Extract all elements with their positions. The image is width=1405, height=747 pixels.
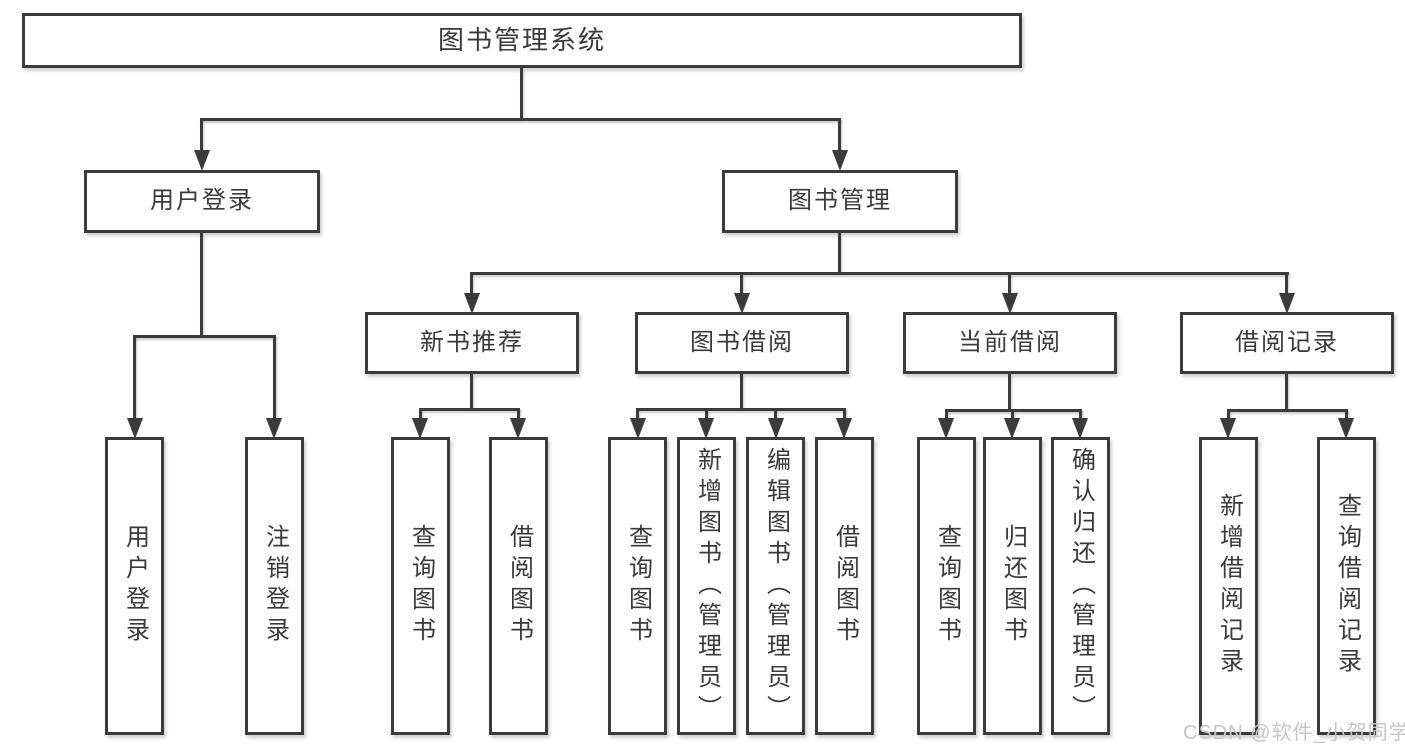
node-label: 查询借阅记录	[1333, 493, 1361, 679]
connector-line	[1008, 374, 1011, 409]
arrowhead	[1072, 418, 1088, 439]
leaf-logout: 注销登录	[245, 437, 304, 735]
connector-line	[1227, 409, 1348, 412]
connector-line	[200, 233, 203, 335]
arrowhead	[630, 418, 646, 439]
connector-line	[636, 408, 846, 411]
leaf-confirm-return-admin: 确认归还（管理员）	[1051, 437, 1110, 735]
watermark: CSDN @软件_小贺同学	[1183, 722, 1405, 744]
node-label: 新增图书（管理员）	[693, 446, 721, 726]
leaf-borrow-books-recommend: 借阅图书	[489, 437, 548, 735]
connector-line	[273, 335, 276, 419]
connector-line	[1079, 409, 1082, 419]
leaf-query-borrow-record: 查询借阅记录	[1317, 437, 1376, 735]
arrowhead	[832, 150, 848, 171]
arrowhead	[734, 293, 750, 314]
arrowhead	[836, 418, 852, 439]
connector-line	[740, 374, 743, 408]
connector-line	[517, 408, 520, 419]
leaf-query-books-borrowing: 查询图书	[608, 437, 667, 735]
node-label: 查询图书	[933, 524, 961, 648]
node-label: 图书管理	[788, 187, 892, 215]
node-label: 新书推荐	[420, 328, 524, 356]
connector-line	[520, 68, 523, 119]
arrowhead	[938, 418, 954, 439]
leaf-borrow-books: 借阅图书	[815, 437, 874, 735]
node-label: 用户登录	[150, 187, 254, 215]
connector-line	[471, 272, 1289, 275]
node-label: 当前借阅	[958, 328, 1062, 356]
node-new-book-recommendation: 新书推荐	[365, 312, 579, 374]
node-label: 新增借阅记录	[1215, 493, 1243, 679]
connector-line	[419, 408, 520, 411]
arrowhead	[464, 293, 480, 314]
arrowhead	[127, 418, 143, 439]
node-book-borrowing: 图书借阅	[635, 312, 849, 374]
node-label: 借阅记录	[1235, 328, 1339, 356]
node-label: 注销登录	[261, 524, 289, 648]
arrowhead	[266, 418, 282, 439]
node-current-borrowing: 当前借阅	[903, 312, 1117, 374]
arrowhead	[194, 150, 210, 171]
arrowhead	[1004, 418, 1020, 439]
connector-line	[200, 118, 841, 121]
leaf-user-login: 用户登录	[105, 437, 164, 735]
connector-line	[1227, 409, 1230, 419]
node-book-management: 图书管理	[722, 170, 958, 233]
leaf-add-books-admin: 新增图书（管理员）	[677, 437, 736, 735]
arrowhead	[1220, 418, 1236, 439]
connector-line	[843, 408, 846, 419]
node-label: 编辑图书（管理员）	[762, 446, 790, 726]
node-user-login: 用户登录	[84, 170, 320, 233]
connector-line	[1285, 374, 1288, 409]
node-label: 借阅图书	[505, 524, 533, 648]
node-borrowing-records: 借阅记录	[1180, 312, 1394, 374]
connector-line	[774, 408, 777, 419]
node-label: 借阅图书	[831, 524, 859, 648]
connector-line	[838, 233, 841, 272]
leaf-query-books-current: 查询图书	[917, 437, 976, 735]
connector-line	[470, 374, 473, 408]
node-label: 图书管理系统	[437, 24, 606, 55]
connector-line	[1285, 272, 1288, 294]
connector-line	[419, 408, 422, 419]
node-label: 确认归还（管理员）	[1067, 446, 1095, 726]
node-library-management-system: 图书管理系统	[22, 13, 1022, 68]
connector-line	[945, 409, 948, 419]
node-label: 归还图书	[999, 524, 1027, 648]
node-label: 查询图书	[624, 524, 652, 648]
node-label: 用户登录	[121, 524, 149, 648]
arrowhead	[1002, 293, 1018, 314]
connector-line	[133, 335, 136, 419]
connector-line	[133, 335, 276, 338]
connector-line	[740, 272, 743, 294]
node-label: 查询图书	[407, 524, 435, 648]
leaf-add-borrow-record: 新增借阅记录	[1199, 437, 1258, 735]
connector-line	[636, 408, 639, 419]
connector-line	[1345, 409, 1348, 419]
arrowhead	[1338, 418, 1354, 439]
arrowhead	[698, 418, 714, 439]
leaf-query-books-recommend: 查询图书	[391, 437, 450, 735]
connector-line	[1008, 272, 1011, 294]
arrowhead	[510, 418, 526, 439]
arrowhead	[768, 418, 784, 439]
leaf-return-books: 归还图书	[983, 437, 1042, 735]
arrowhead	[1279, 293, 1295, 314]
leaf-edit-books-admin: 编辑图书（管理员）	[746, 437, 805, 735]
connector-line	[838, 118, 841, 151]
connector-line	[1011, 409, 1014, 419]
node-label: 图书借阅	[690, 328, 794, 356]
arrowhead	[412, 418, 428, 439]
connector-line	[705, 408, 708, 419]
connector-line	[470, 272, 473, 294]
connector-line	[200, 118, 203, 151]
